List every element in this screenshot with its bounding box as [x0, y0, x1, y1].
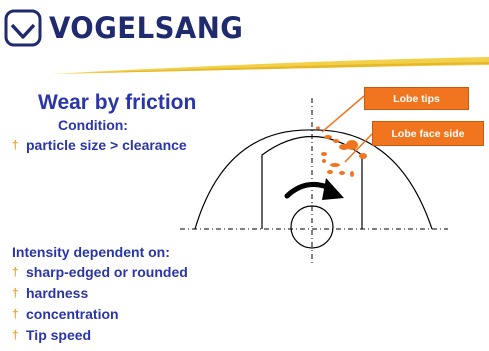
shaft-circle — [290, 205, 334, 249]
list-item: † sharp-edged or rounded — [12, 264, 188, 280]
dagger-bullet-icon: † — [12, 138, 19, 152]
yellow-swoosh — [50, 57, 489, 74]
lobe-tips-callout: Lobe tips — [364, 87, 469, 110]
dagger-bullet-icon: † — [12, 286, 19, 300]
list-item: † concentration — [12, 306, 119, 322]
list-item: † particle size > clearance — [12, 137, 187, 153]
slide-title: Wear by friction — [38, 91, 197, 114]
dagger-bullet-icon: † — [12, 307, 19, 321]
lobe-outline — [261, 136, 363, 229]
list-item: † hardness — [12, 285, 88, 301]
intensity-heading: Intensity dependent on: — [12, 244, 170, 260]
particles — [316, 126, 367, 177]
dagger-bullet-icon: † — [12, 265, 19, 279]
rotation-arrow-head — [322, 178, 344, 200]
rotation-arrow — [284, 181, 333, 199]
lobe-tips-leader — [321, 95, 365, 133]
intensity-item-text: Tip speed — [26, 327, 92, 343]
dagger-bullet-icon: † — [12, 328, 19, 342]
logo-text: VOGELSANG — [49, 11, 244, 45]
intensity-item-text: concentration — [26, 306, 119, 322]
condition-item-text: particle size > clearance — [26, 137, 187, 153]
check-box-icon — [4, 9, 42, 47]
condition-heading: Condition: — [58, 117, 128, 133]
intensity-item-text: sharp-edged or rounded — [26, 264, 188, 280]
intensity-item-text: hardness — [26, 285, 89, 301]
vogelsang-logo: VOGELSANG — [3, 8, 254, 48]
lobe-face-side-callout: Lobe face side — [372, 121, 484, 146]
list-item: † Tip speed — [12, 327, 91, 343]
lobe-face-leader — [344, 133, 373, 163]
